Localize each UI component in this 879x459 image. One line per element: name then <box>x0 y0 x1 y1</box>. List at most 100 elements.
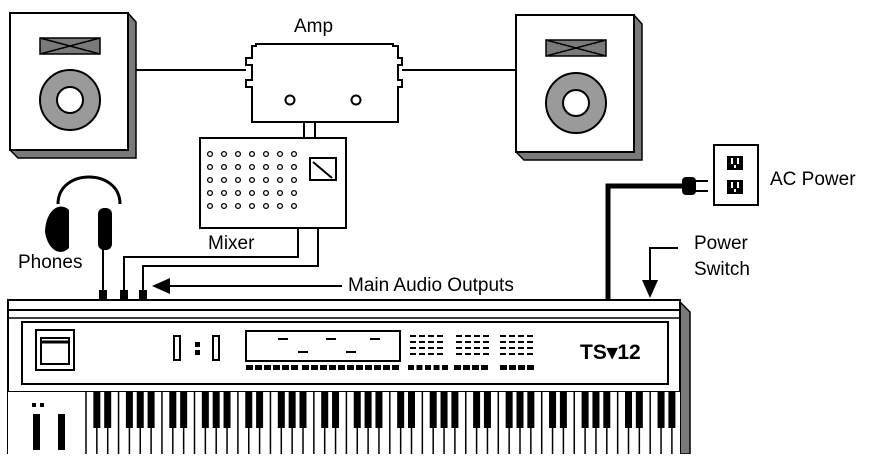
black-key <box>353 392 361 428</box>
tweeter-icon <box>39 37 101 55</box>
mixer-knob <box>290 150 298 158</box>
mixer-knob <box>248 202 256 210</box>
panel-key-dash <box>509 341 515 343</box>
panel-button <box>416 365 423 370</box>
panel-key-dash <box>474 335 480 337</box>
panel-key-dash <box>419 335 425 337</box>
black-key <box>201 392 209 428</box>
black-key <box>473 392 481 428</box>
output-jacks <box>99 290 147 300</box>
panel-key-dash <box>509 335 515 337</box>
mixer-knob <box>234 150 242 158</box>
panel-key-dash <box>465 335 471 337</box>
power-switch-arrow <box>642 247 678 298</box>
mixer-knob <box>206 163 214 171</box>
ac-power-label: AC Power <box>770 169 856 190</box>
mixer-knob <box>248 163 256 171</box>
panel-key-dash <box>428 341 434 343</box>
mixer-knob <box>220 176 228 184</box>
black-key <box>125 392 133 428</box>
panel-key-dash <box>456 335 462 337</box>
black-key <box>516 392 524 428</box>
black-key <box>212 392 220 428</box>
main-outputs-label: Main Audio Outputs <box>348 275 514 296</box>
mixer-unit <box>199 137 347 229</box>
black-key <box>364 392 372 428</box>
black-key <box>104 392 112 428</box>
mixer-knob <box>234 163 242 171</box>
black-key <box>256 392 264 428</box>
panel-key-dash <box>465 341 471 343</box>
mixer-knob <box>262 189 270 197</box>
black-key <box>505 392 513 428</box>
panel-key-dash <box>500 341 506 343</box>
panel-key-dash <box>437 347 443 349</box>
panel-key-dash <box>419 347 425 349</box>
black-key <box>408 392 415 428</box>
panel-button <box>408 365 414 370</box>
panel-button <box>527 365 534 370</box>
panel-button <box>264 365 271 370</box>
keyboard-body <box>7 299 691 455</box>
black-key <box>288 392 296 428</box>
panel-button <box>500 365 507 370</box>
mixer-knob <box>262 150 270 158</box>
panel-key-dash <box>428 347 434 349</box>
panel-button <box>518 365 525 370</box>
panel-key-dash <box>410 335 416 337</box>
panel-button <box>347 365 354 370</box>
black-key <box>549 392 557 428</box>
mixer-knob <box>276 150 284 158</box>
panel-key-dash <box>509 353 515 355</box>
black-key <box>223 392 231 428</box>
black-key <box>657 392 665 428</box>
panel-key-dash <box>474 353 480 355</box>
black-key <box>299 392 307 428</box>
mixer-knob <box>276 189 284 197</box>
panel-key-dash <box>474 347 480 349</box>
mixer-knobs <box>206 150 298 210</box>
panel-button <box>442 365 448 370</box>
panel-key-dash <box>465 353 471 355</box>
panel-key-dash <box>527 353 533 355</box>
panel-button <box>338 365 345 370</box>
black-key <box>581 392 589 428</box>
panel-button <box>472 365 479 370</box>
black-key <box>451 392 459 428</box>
mixer-knob <box>206 150 214 158</box>
mixer-knob <box>234 189 242 197</box>
black-key <box>483 392 491 428</box>
panel-key-dash <box>509 347 515 349</box>
black-key <box>625 392 632 428</box>
black-key <box>245 392 253 428</box>
panel-button <box>302 365 309 370</box>
panel-key-dash <box>419 341 425 343</box>
power-switch-label-2: Switch <box>694 259 750 280</box>
panel-button <box>291 365 298 370</box>
mixer-knob <box>206 176 214 184</box>
panel-key-dash <box>428 335 434 337</box>
black-key <box>635 392 643 428</box>
panel-button <box>282 365 289 370</box>
mixer-knob <box>234 202 242 210</box>
display-digits <box>173 335 220 361</box>
panel-button <box>481 365 488 370</box>
mixer-knob <box>234 176 242 184</box>
power-cable <box>605 177 708 300</box>
mixer-knob <box>262 202 270 210</box>
mixer-knob <box>290 176 298 184</box>
meter-icon <box>309 157 337 181</box>
left-speaker <box>9 12 137 159</box>
black-key <box>321 392 329 428</box>
black-key <box>429 392 437 428</box>
panel-button <box>273 365 280 370</box>
panel-key-dash <box>518 353 524 355</box>
disk-drive-icon <box>35 329 75 371</box>
panel-key-dash <box>410 353 416 355</box>
panel-button <box>383 365 390 370</box>
panel-key-dash <box>456 353 462 355</box>
mixer-knob <box>290 202 298 210</box>
panel-key-dash <box>465 347 471 349</box>
mixer-knob <box>206 189 214 197</box>
